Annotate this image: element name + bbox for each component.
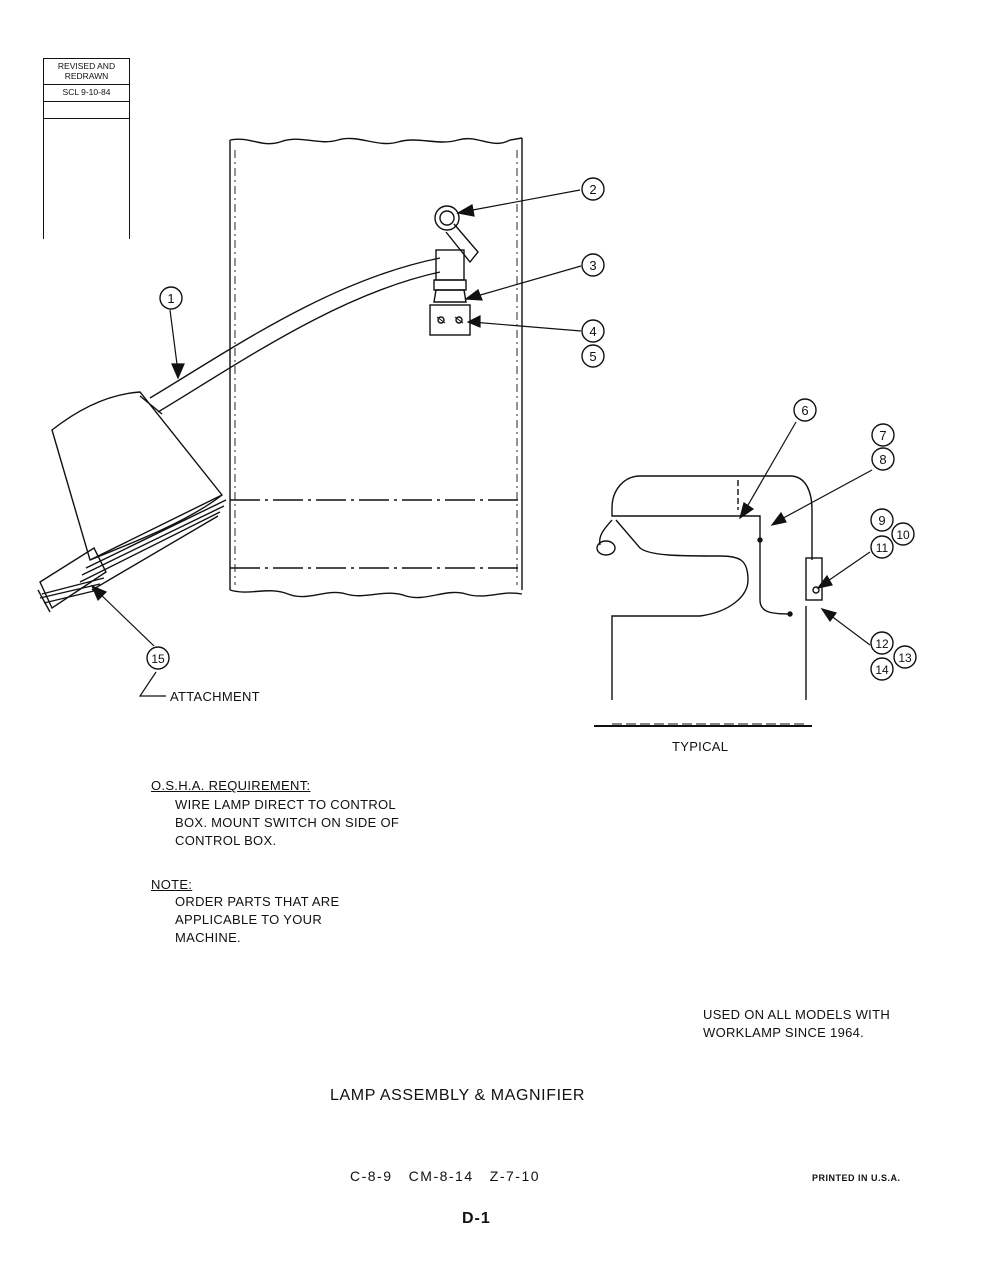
- osha-line-1: WIRE LAMP DIRECT TO CONTROL: [175, 797, 396, 812]
- revision-note: REVISED AND REDRAWN: [44, 58, 129, 85]
- note-line-3: MACHINE.: [175, 930, 241, 945]
- callout-14: 14: [875, 663, 889, 677]
- callout-1: 1: [167, 291, 174, 306]
- attachment-label: ATTACHMENT: [170, 689, 260, 704]
- revision-line1: REVISED AND: [57, 61, 116, 71]
- note-line-2: APPLICABLE TO YOUR: [175, 912, 323, 927]
- callout-13: 13: [898, 651, 912, 665]
- callout-8: 8: [879, 452, 886, 467]
- osha-line-2: BOX. MOUNT SWITCH ON SIDE OF: [175, 815, 400, 830]
- callout-2: 2: [589, 182, 596, 197]
- callout-5: 5: [589, 349, 596, 364]
- usage-line-2: WORKLAMP SINCE 1964.: [703, 1025, 865, 1040]
- usage-line-1: USED ON ALL MODELS WITH: [703, 1007, 891, 1022]
- callout-7: 7: [879, 428, 886, 443]
- leader-lines: [90, 189, 873, 697]
- revision-block: REVISED AND REDRAWN SCL 9-10-84: [43, 58, 130, 239]
- machine-column: [229, 137, 523, 599]
- note-heading: NOTE:: [151, 877, 193, 892]
- printed-in-usa: PRINTED IN U.S.A.: [812, 1173, 901, 1183]
- typical-label: TYPICAL: [672, 739, 729, 754]
- callout-15: 15: [151, 652, 165, 666]
- callout-4: 4: [589, 324, 596, 339]
- callout-9: 9: [878, 513, 885, 528]
- lamp-arm: [149, 205, 479, 413]
- revision-line2: REDRAWN: [64, 71, 109, 81]
- callout-12: 12: [875, 637, 889, 651]
- lamp-shade: [51, 391, 227, 591]
- callout-3: 3: [589, 258, 596, 273]
- osha-heading: O.S.H.A. REQUIREMENT:: [151, 778, 311, 793]
- callout-circles: [146, 177, 917, 681]
- page-number: D-1: [462, 1210, 491, 1227]
- revision-empty-cell: [44, 102, 129, 119]
- page-title: LAMP ASSEMBLY & MAGNIFIER: [330, 1087, 586, 1104]
- revision-stamp: SCL 9-10-84: [44, 85, 129, 102]
- note-line-1: ORDER PARTS THAT ARE: [175, 894, 340, 909]
- callout-6: 6: [801, 403, 808, 418]
- callout-10: 10: [896, 528, 910, 542]
- typical-view: [594, 475, 823, 727]
- magnifier-attachment: [37, 546, 107, 613]
- model-codes: C-8-9 CM-8-14 Z-7-10: [350, 1168, 541, 1184]
- callout-11: 11: [876, 541, 889, 555]
- osha-line-3: CONTROL BOX.: [175, 833, 277, 848]
